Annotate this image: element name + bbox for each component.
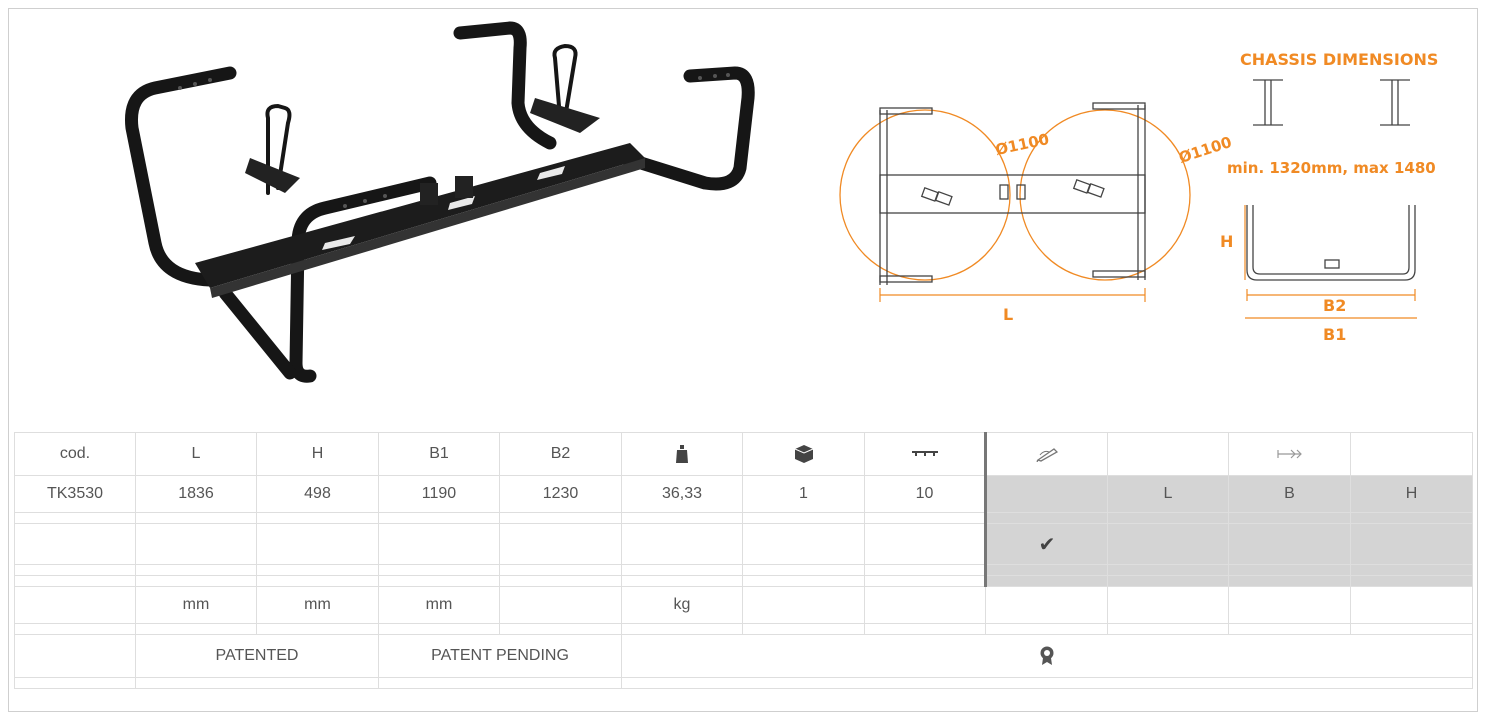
value-b2: 1230 <box>499 475 622 513</box>
check-row: ✔ <box>14 523 1473 565</box>
award-icon <box>1040 646 1054 665</box>
chassis-range: min. 1320mm, max 1480 <box>1227 159 1436 177</box>
patent-pending-label: PATENT PENDING <box>378 634 622 678</box>
patented-label: PATENTED <box>135 634 379 678</box>
bar-icon <box>911 450 938 456</box>
value-b1: 1190 <box>378 475 500 513</box>
diameter-label-left: Ø1100 <box>994 130 1051 159</box>
weight-icon <box>676 444 688 463</box>
chassis-title: CHASSIS DIMENSIONS <box>1240 50 1438 69</box>
value-h: 498 <box>256 475 379 513</box>
arrows-icon <box>1276 449 1302 459</box>
value-l: 1836 <box>135 475 257 513</box>
spec-table: cod. L H B1 B2 <box>14 432 1473 689</box>
unit-h: mm <box>256 586 379 624</box>
value-qty: 1 <box>742 475 865 513</box>
rotation-diagram: Ø1100 Ø1100 L <box>839 102 1234 324</box>
dim-b: B <box>1228 475 1351 513</box>
header-b1: B1 <box>378 432 500 476</box>
unit-row: mm mm mm kg <box>14 586 1473 624</box>
chassis-dimensions-diagram: CHASSIS DIMENSIONS min. 1320mm, max 1480… <box>1220 50 1438 344</box>
patent-row: PATENTED PATENT PENDING <box>14 634 1473 678</box>
value-row: TK3530 1836 498 1190 1230 36,33 1 10 L B… <box>14 475 1473 513</box>
header-row: cod. L H B1 B2 <box>14 432 1473 476</box>
unit-l: mm <box>135 586 257 624</box>
check-icon: ✔ <box>984 523 1108 565</box>
unit-weight: kg <box>621 586 743 624</box>
header-l: L <box>135 432 257 476</box>
header-code: cod. <box>14 432 136 476</box>
chassis-h-label: H <box>1220 232 1233 251</box>
chassis-b2-label: B2 <box>1323 296 1346 315</box>
pencil-icon <box>1036 447 1058 462</box>
unit-b1: mm <box>378 586 500 624</box>
value-bar: 10 <box>864 475 986 513</box>
dim-l: L <box>1107 475 1229 513</box>
chassis-b1-label: B1 <box>1323 325 1346 344</box>
product-image <box>124 21 755 383</box>
value-code: TK3530 <box>14 475 136 513</box>
length-label: L <box>1003 305 1013 324</box>
dim-h: H <box>1350 475 1473 513</box>
header-b2: B2 <box>499 432 622 476</box>
box-icon <box>794 445 813 463</box>
header-h: H <box>256 432 379 476</box>
value-weight: 36,33 <box>621 475 743 513</box>
